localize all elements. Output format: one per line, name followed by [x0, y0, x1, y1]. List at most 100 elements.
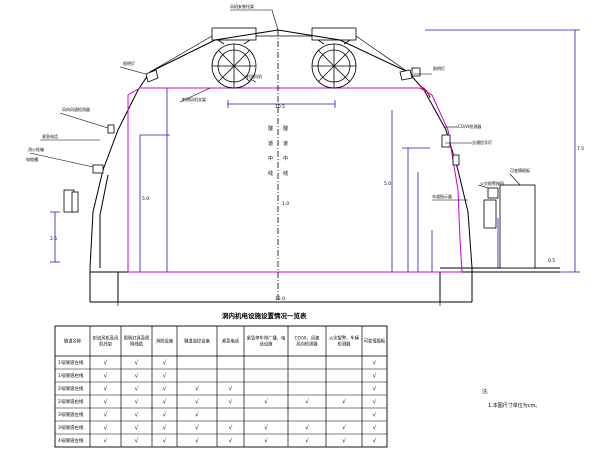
- centerline-char-7: 中: [283, 155, 288, 162]
- table-check-mark: √: [195, 438, 199, 445]
- tunnel-centerline: 隧 道 中 线 隧 道 中 线: [268, 30, 288, 300]
- table-check-mark: √: [163, 399, 167, 406]
- table-border: [54, 325, 388, 448]
- dim-small: 0.5: [548, 258, 555, 264]
- table-check-mark: √: [373, 399, 377, 406]
- wall-devices-left: [63, 124, 115, 213]
- table-check-mark: √: [229, 399, 233, 406]
- dim-total: 10.5: [275, 104, 285, 110]
- dim-left: 5.0: [142, 196, 149, 202]
- table-title: 洞内机电设施设置情况一览表: [222, 311, 307, 320]
- table-check-mark: √: [163, 360, 167, 367]
- table-check-mark: √: [135, 360, 139, 367]
- table-header-cell: 隧道监控设备: [184, 338, 210, 345]
- table-header-cell: 隧道名称: [64, 338, 82, 345]
- table-check-mark: √: [135, 399, 139, 406]
- notes-item-1: 1.本图尺寸单位为cm。: [488, 402, 540, 409]
- table-row-name: 1号隧道右线: [58, 372, 84, 379]
- table-check-mark: √: [104, 360, 108, 367]
- fan-hangers: [149, 35, 409, 73]
- table-row-name: 2号隧道右线: [58, 398, 84, 405]
- label-traffic-light: 交通信号灯: [472, 139, 492, 145]
- label-cable-trough: 电缆槽: [26, 156, 38, 162]
- table-check-mark: √: [135, 438, 139, 445]
- dim-right: 5.0: [384, 181, 391, 187]
- notes-heading: 注:: [482, 388, 489, 395]
- dim-mid: 1.0: [282, 201, 289, 207]
- table-check-mark: √: [195, 425, 199, 432]
- label-fan-bracket: 射流风机支架: [182, 96, 206, 102]
- table-check-mark: √: [135, 386, 139, 393]
- table-check-mark: √: [305, 425, 309, 432]
- table-check-mark: √: [104, 425, 108, 432]
- centerline-char-2: 道: [268, 140, 273, 147]
- table-check-mark: √: [195, 399, 199, 406]
- centerline-char-6: 道: [283, 140, 288, 147]
- label-lane-indicator: 车道指示器: [432, 193, 452, 199]
- table-check-mark: √: [373, 360, 377, 367]
- table-check-mark: √: [163, 412, 167, 419]
- table-check-mark: √: [135, 412, 139, 419]
- table-check-mark: √: [342, 399, 346, 406]
- table-row-name: 3号隧道右线: [58, 424, 84, 431]
- lamp-left: [145, 69, 159, 83]
- label-fire-hydrant: 消火栓箱: [28, 146, 44, 152]
- table-check-mark: √: [229, 386, 233, 393]
- table-header-cell: 照明灯具及照: [124, 335, 150, 342]
- table-check-mark: √: [229, 438, 233, 445]
- table-check-mark: √: [373, 373, 377, 380]
- equipment-table: 隧道名称射流风机及风机托架照明灯具及照明线缆消防设施隧道监控设备紧急电话紧急停车…: [54, 325, 388, 448]
- table-check-mark: √: [104, 438, 108, 445]
- centerline-char-5: 隧: [283, 125, 288, 132]
- label-co-detector: CO/VI检测器: [458, 123, 481, 129]
- table-check-mark: √: [373, 386, 377, 393]
- table-header-cell: 消防设施: [156, 338, 174, 345]
- label-vms: 可变情报板: [510, 167, 530, 173]
- dim-height: 7.5: [577, 146, 584, 152]
- centerline-char-3: 中: [268, 155, 273, 162]
- table-check-mark: √: [163, 386, 167, 393]
- red-arrow: [419, 85, 431, 99]
- centerline-char-1: 隧: [268, 125, 273, 132]
- table-header-cell: 火灾报警、车辆: [329, 335, 360, 342]
- label-top-center: 风机安装托架: [230, 3, 254, 9]
- label-emergency-phone: 紧急电话: [42, 133, 58, 139]
- centerline-char-8: 线: [283, 170, 288, 177]
- table-check-mark: √: [163, 373, 167, 380]
- label-jet-fan: 射流风机: [246, 73, 262, 79]
- clearance-envelope: [127, 87, 463, 273]
- table-check-mark: √: [195, 412, 199, 419]
- label-left-lamp: 照明灯: [123, 60, 135, 66]
- wall-devices-right: [411, 67, 536, 269]
- table-check-mark: √: [104, 373, 108, 380]
- table-header-cell: 检测器: [338, 341, 352, 348]
- table-header-cell: 射流风机及风: [93, 335, 119, 342]
- table-check-mark: √: [104, 399, 108, 406]
- table-check-mark: √: [104, 412, 108, 419]
- table-check-mark: √: [264, 425, 268, 432]
- table-header-cell: 话设施: [260, 341, 274, 348]
- table-header-cell: 紧急电话: [222, 338, 240, 345]
- table-row-name: 1号隧道左线: [58, 359, 84, 366]
- table-header-cell: 明线缆: [130, 341, 144, 348]
- label-wind-sensor: 风向风速检测器: [62, 106, 90, 112]
- table-check-mark: √: [104, 386, 108, 393]
- table-row-name: 2号隧道左线: [58, 385, 84, 392]
- table-check-mark: √: [342, 425, 346, 432]
- dim-side: 2.5: [50, 236, 57, 242]
- table-check-mark: √: [373, 425, 377, 432]
- table-check-mark: √: [163, 425, 167, 432]
- table-check-mark: √: [373, 438, 377, 445]
- table-row-name: 4号隧道左线: [58, 437, 84, 444]
- table-check-mark: √: [264, 399, 268, 406]
- lamp-right: [399, 69, 413, 81]
- table-header-cell: 紧急停车带广播、电: [247, 335, 286, 342]
- table-check-mark: √: [342, 438, 346, 445]
- table-check-mark: √: [135, 373, 139, 380]
- table-check-mark: √: [305, 399, 309, 406]
- table-check-mark: √: [195, 386, 199, 393]
- label-right-lamp: 照明灯: [433, 65, 445, 71]
- table-header-cell: 可变情报板: [364, 338, 386, 345]
